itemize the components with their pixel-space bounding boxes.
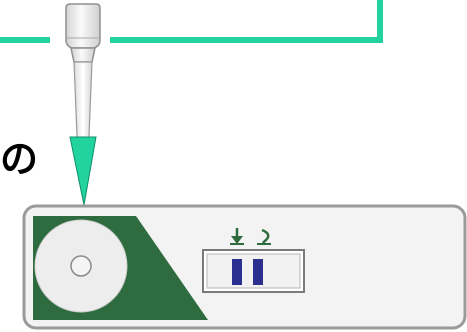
test-line-marker-icon bbox=[230, 228, 244, 245]
test-line-band bbox=[232, 259, 242, 285]
connector-line bbox=[0, 0, 383, 43]
control-line-marker-icon bbox=[257, 228, 271, 246]
control-line-band bbox=[253, 259, 263, 285]
test-cassette bbox=[22, 204, 467, 330]
sample-well bbox=[34, 219, 128, 313]
result-window bbox=[202, 249, 305, 293]
partial-caption-text: の bbox=[0, 137, 39, 181]
